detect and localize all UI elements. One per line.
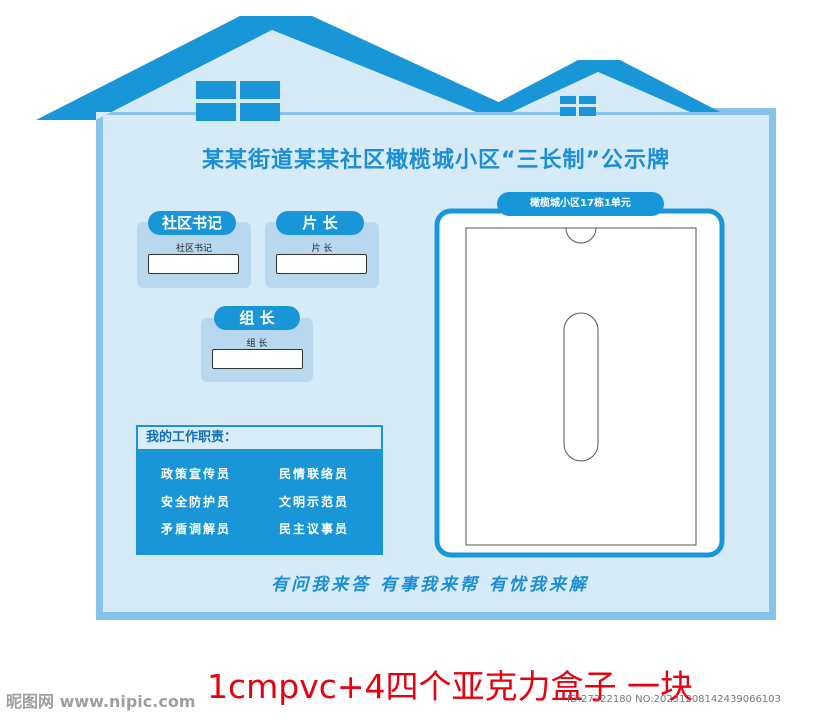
role-pill-area-leader: 片 长 [276, 211, 364, 235]
watermark-site: 昵图网 www.nipic.com [6, 692, 196, 711]
window-small-icon [560, 96, 596, 116]
name-slot-secretary [148, 254, 239, 274]
duty-item: 政策宣传员 [161, 467, 232, 481]
role-pill-secretary: 社区书记 [148, 211, 236, 235]
duty-item: 矛盾调解员 [161, 522, 232, 536]
name-slot-area-leader [276, 254, 367, 274]
window-icon [196, 81, 280, 121]
role-pill-group-leader: 组 长 [214, 306, 300, 330]
duty-item: 民情联络员 [279, 467, 350, 481]
duty-item: 文明示范员 [279, 495, 350, 509]
duty-item: 安全防护员 [161, 495, 232, 509]
frame-label: 橄榄城小区17栋1单元 [497, 192, 664, 216]
name-slot-group-leader [212, 349, 303, 369]
slogan: 有问我来答 有事我来帮 有忧我来解 [271, 575, 589, 595]
responsibilities-heading: 我的工作职责： [138, 427, 381, 449]
watermark-id: ID:27222180 NO:20231208142439066103 [567, 694, 781, 705]
role-label-area-leader: 片 长 [311, 244, 333, 254]
role-label-group-leader: 组 长 [246, 339, 268, 349]
duty-item: 民主议事员 [279, 522, 350, 536]
caption: 1cmpvc+4四个亚克力盒子 一块 [206, 667, 694, 706]
responsibilities-box: 我的工作职责： 政策宣传员 民情联络员 安全防护员 文明示范员 矛盾调解员 民主… [136, 425, 383, 555]
board-title: 某某街道某某社区橄榄城小区“三长制”公示牌 [202, 148, 670, 173]
role-label-secretary: 社区书记 [175, 244, 212, 254]
